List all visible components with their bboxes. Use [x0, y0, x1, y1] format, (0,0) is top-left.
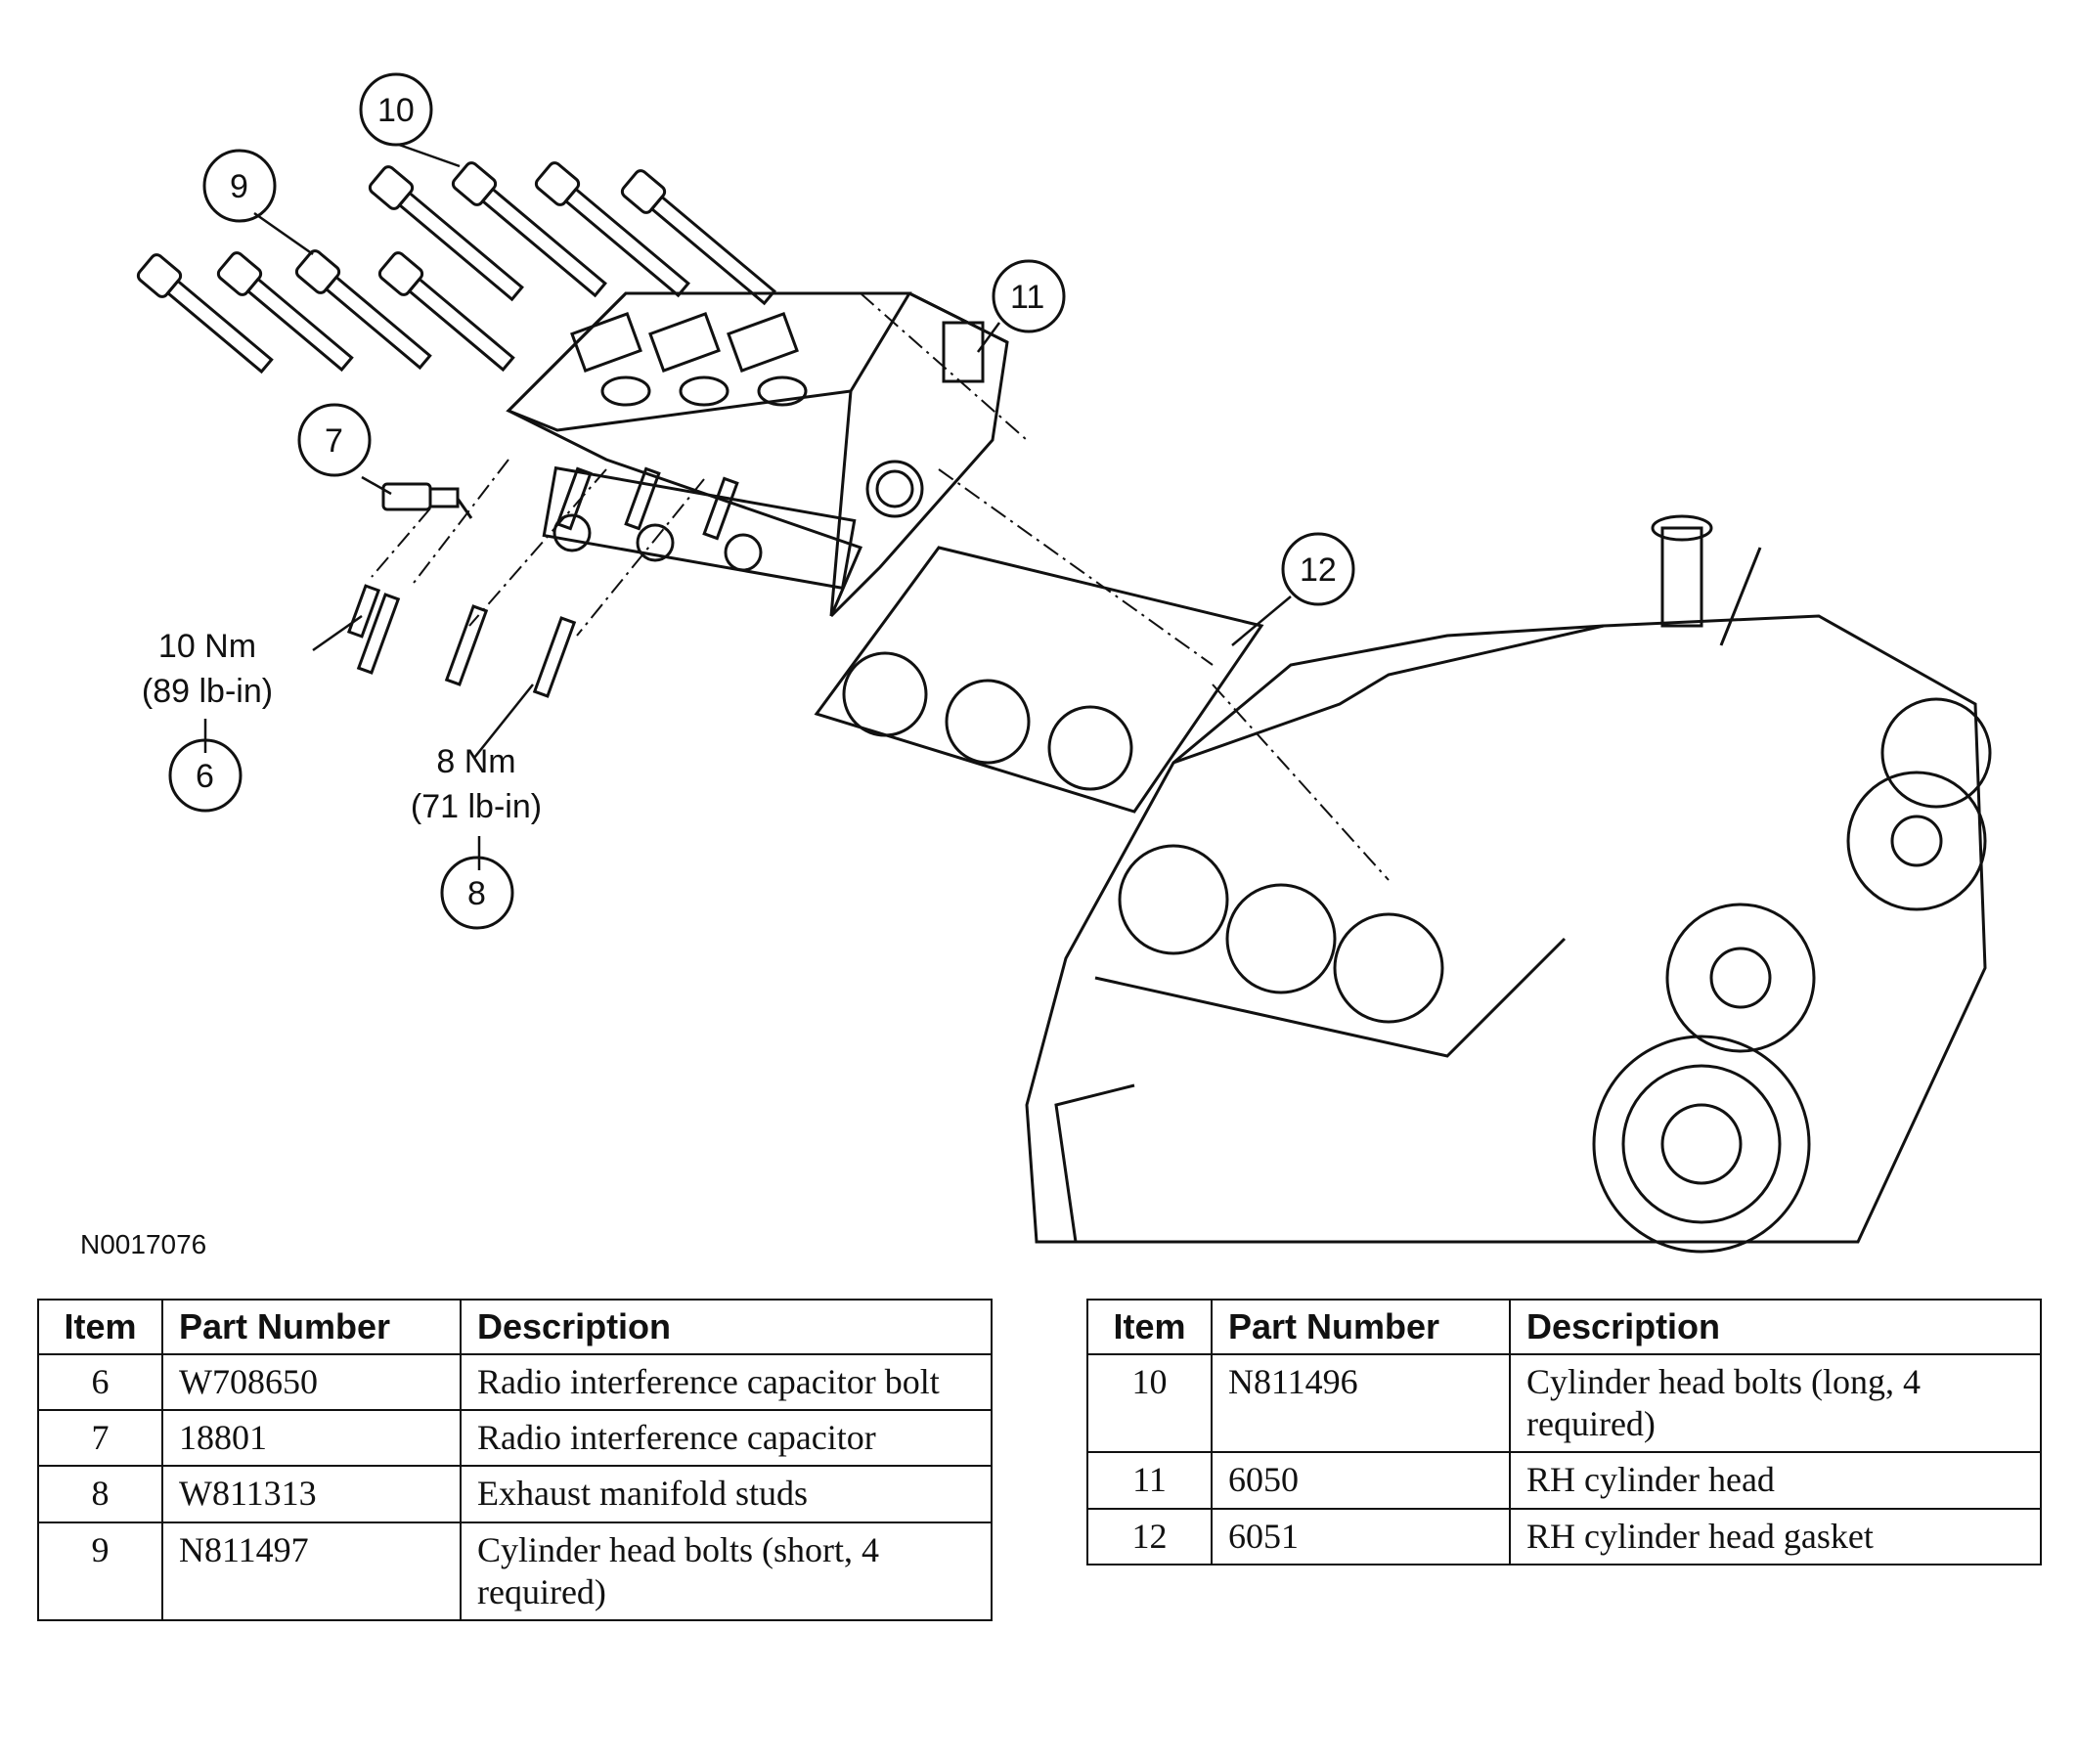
item-number: 7 [37, 1409, 163, 1468]
rh-cylinder-head [506, 291, 1009, 618]
item-number: 8 [37, 1465, 163, 1523]
leader-lines [203, 143, 1292, 870]
item-number: 9 [37, 1521, 163, 1621]
description: Radio interference capacitor [460, 1409, 993, 1468]
table-row: 12 6051 RH cylinder head gasket [1086, 1507, 2042, 1566]
table-row: 8 W811313 Exhaust manifold studs [37, 1465, 993, 1523]
header-part-number: Part Number [161, 1299, 462, 1355]
callout-6: 6 [196, 758, 214, 795]
table-row: 9 N811497 Cylinder head bolts (short, 4 … [37, 1521, 993, 1621]
torque-6-nm: 10 Nm [158, 628, 256, 665]
description: Radio interference capacitor bolt [460, 1352, 993, 1412]
part-number: W811313 [161, 1465, 462, 1523]
exploded-view-illustration: 10 9 11 7 12 6 8 10 Nm (89 lb-in) 8 Nm (… [136, 72, 1992, 1254]
callout-circles [168, 72, 1355, 930]
header-item: Item [1086, 1299, 1213, 1355]
radio-interference-capacitor [381, 482, 473, 519]
cylinder-head-bolts-short [136, 249, 515, 375]
header-item: Item [37, 1299, 163, 1355]
figure-id: N0017076 [80, 1229, 207, 1259]
cylinder-head-bolts-long [368, 161, 776, 306]
item-number: 10 [1086, 1352, 1213, 1454]
table-row: 6 W708650 Radio interference capacitor b… [37, 1352, 993, 1412]
callout-11: 11 [1010, 279, 1044, 316]
header-description: Description [1509, 1299, 2042, 1355]
engine-block [1025, 514, 1992, 1254]
header-description: Description [460, 1299, 993, 1355]
part-number: 6050 [1211, 1451, 1511, 1510]
description: RH cylinder head gasket [1509, 1507, 2042, 1566]
item-number: 11 [1086, 1451, 1213, 1510]
callout-10: 10 [377, 92, 415, 129]
part-number: 6051 [1211, 1507, 1511, 1566]
table-row: 11 6050 RH cylinder head [1086, 1451, 2042, 1510]
callout-9: 9 [230, 168, 248, 205]
torque-8-nm: 8 Nm [436, 743, 515, 780]
table-row: 7 18801 Radio interference capacitor [37, 1409, 993, 1468]
part-number: N811497 [161, 1521, 462, 1621]
capacitor-bolt [346, 584, 381, 639]
part-number: 18801 [161, 1409, 462, 1468]
item-number: 12 [1086, 1507, 1213, 1566]
callout-7: 7 [325, 422, 343, 460]
callout-12: 12 [1300, 551, 1337, 589]
description: Cylinder head bolts (long, 4 required) [1509, 1352, 2042, 1454]
description: RH cylinder head [1509, 1451, 2042, 1510]
torque-6-lbin: (89 lb-in) [142, 673, 273, 710]
table-row: 10 N811496 Cylinder head bolts (long, 4 … [1086, 1352, 2042, 1454]
alignment-lines [371, 292, 1390, 881]
parts-table-right: Item Part Number Description 10 N811496 … [1086, 1299, 2042, 1566]
exhaust-manifold-studs [356, 465, 857, 698]
callout-8: 8 [467, 875, 486, 912]
description: Exhaust manifold studs [460, 1465, 993, 1523]
torque-8-lbin: (71 lb-in) [411, 788, 542, 825]
header-part-number: Part Number [1211, 1299, 1511, 1355]
item-number: 6 [37, 1352, 163, 1412]
rh-cylinder-head-gasket [814, 546, 1264, 814]
parts-table-left: Item Part Number Description 6 W708650 R… [37, 1299, 993, 1621]
part-number: W708650 [161, 1352, 462, 1412]
part-number: N811496 [1211, 1352, 1511, 1454]
description: Cylinder head bolts (short, 4 required) [460, 1521, 993, 1621]
